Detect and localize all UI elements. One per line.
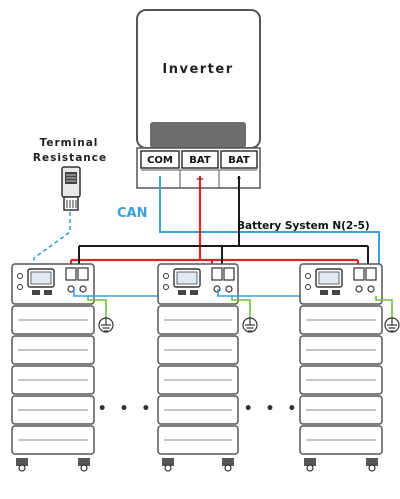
inverter: Inverter COM BAT BAT + -: [136, 9, 261, 189]
bms-knob: [163, 273, 169, 279]
ground-wire: [87, 296, 107, 318]
inverter-title: Inverter: [162, 62, 233, 77]
bms-switch: [44, 290, 52, 295]
bms-knob: [163, 284, 169, 290]
ground-icon: [384, 317, 400, 333]
port-bat-negative-label: BAT: [228, 155, 250, 166]
terminal-label-line1: Terminal: [40, 137, 99, 149]
ground-wire: [375, 296, 393, 318]
can-label: CAN: [117, 206, 147, 221]
battery-stacks: [11, 263, 400, 472]
stack-foot: [222, 458, 234, 466]
bms-switch: [190, 290, 198, 295]
bms-screen: [176, 271, 198, 285]
terminal-link-dashed: [33, 212, 71, 266]
stack-wheel: [18, 464, 26, 472]
battery-stack-2: [157, 263, 309, 472]
port-com-label: COM: [147, 155, 173, 166]
stack-wheel: [306, 464, 314, 472]
bms-switch: [332, 290, 340, 295]
bms-port: [213, 285, 221, 293]
bms-switch: [178, 290, 186, 295]
port-bat-positive-label: BAT: [189, 155, 211, 166]
bms-port: [225, 285, 233, 293]
stack-foot: [366, 458, 378, 466]
bms-terminal-positive: [65, 267, 77, 281]
battery-system-label: Battery System N(2-5): [237, 220, 370, 232]
battery-stack-1: [11, 263, 167, 472]
bms-knob: [305, 273, 311, 279]
terminal-resistance: Terminal Resistance: [33, 137, 107, 211]
terminal-resistor-icon: [61, 166, 81, 211]
bms-knob: [17, 284, 23, 290]
port-com: [140, 150, 180, 169]
terminal-label-line2: Resistance: [33, 152, 107, 164]
bms-knob: [305, 284, 311, 290]
bms-switch: [320, 290, 328, 295]
port-bat-positive: [181, 150, 219, 169]
bms-screen: [318, 271, 340, 285]
bms-switch: [32, 290, 40, 295]
bms-terminal-positive: [211, 267, 223, 281]
stack-foot: [16, 458, 28, 466]
ground-icon: [242, 317, 258, 333]
stack-foot: [78, 458, 90, 466]
bms-terminal-negative: [77, 267, 89, 281]
ground-wire: [231, 296, 251, 318]
ellipsis-left: • • •: [98, 401, 155, 417]
battery-stack-3: [299, 263, 400, 472]
stack-foot: [162, 458, 174, 466]
bms-terminal-negative: [223, 267, 235, 281]
bms-port: [79, 285, 87, 293]
bms-port: [355, 285, 363, 293]
bms-terminal-negative: [365, 267, 377, 281]
stack-wheel: [80, 464, 88, 472]
stack-wheel: [224, 464, 232, 472]
port-bat-negative: [220, 150, 258, 169]
inverter-display: [150, 122, 246, 148]
bms-screen: [30, 271, 52, 285]
stack-wheel: [368, 464, 376, 472]
ellipsis-right: • • •: [244, 401, 301, 417]
stack-wheel: [164, 464, 172, 472]
stack-foot: [304, 458, 316, 466]
bms-port: [67, 285, 75, 293]
ground-icon: [98, 317, 114, 333]
bms-port: [367, 285, 375, 293]
bms-knob: [17, 273, 23, 279]
bms-terminal-positive: [353, 267, 365, 281]
